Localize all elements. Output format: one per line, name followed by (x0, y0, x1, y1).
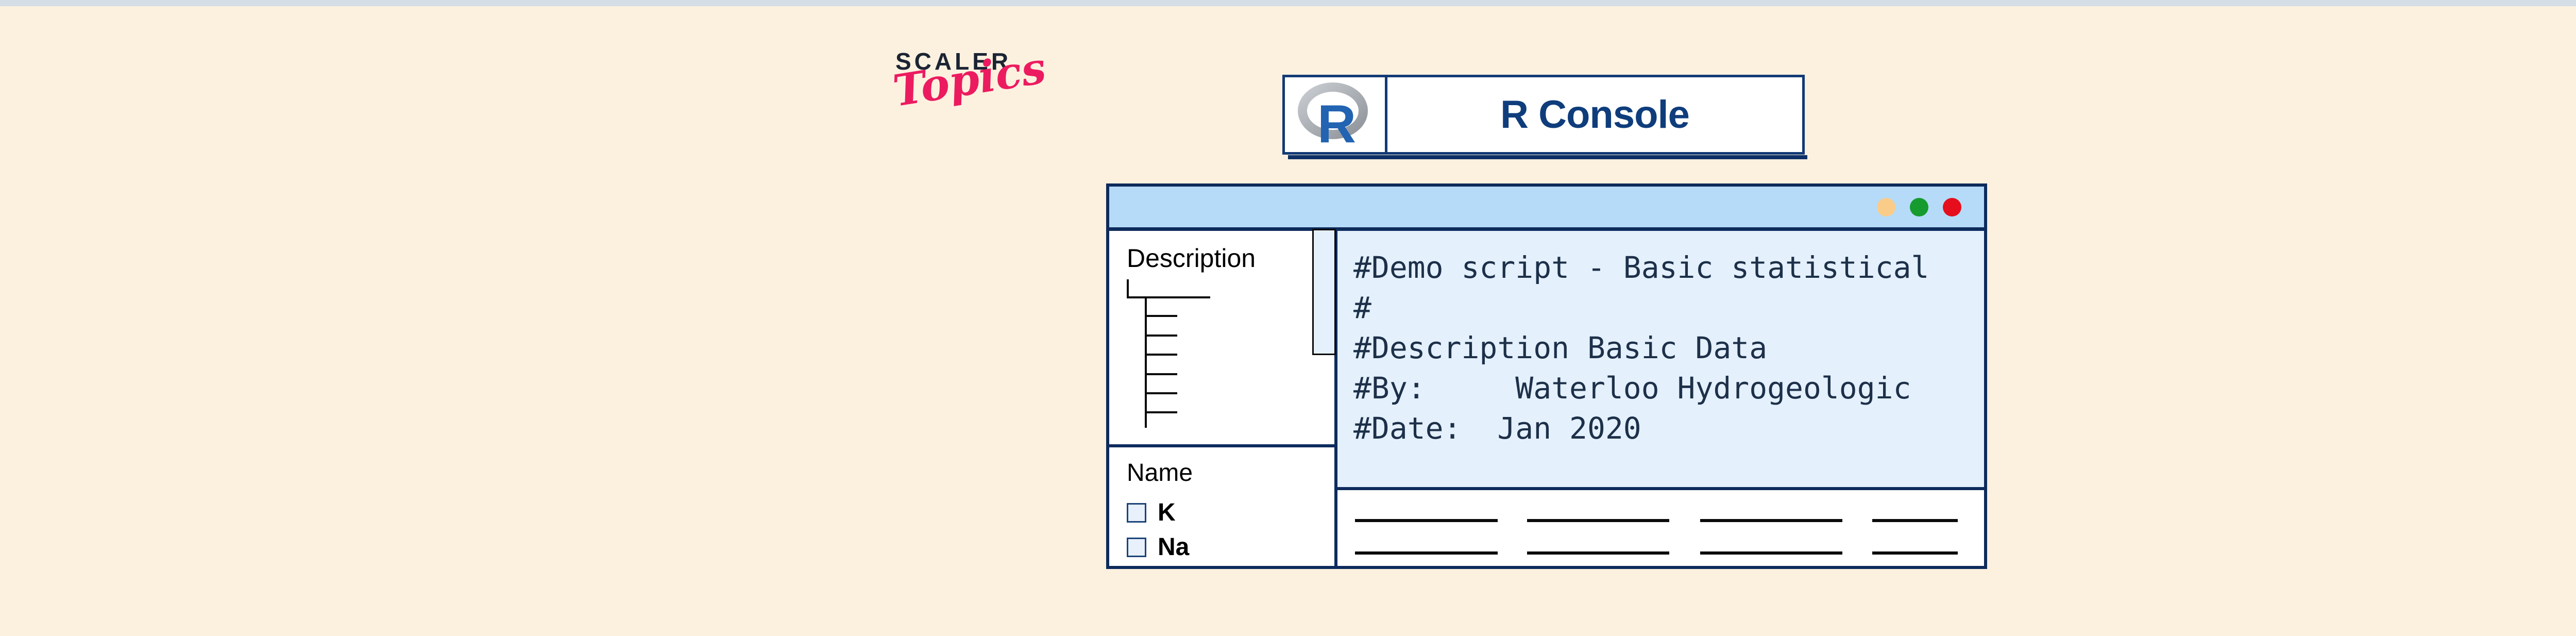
code-line: #Description Basic Data (1353, 330, 1768, 365)
checkbox-row-na: Na (1127, 535, 1189, 560)
checkbox-k-label[interactable]: K (1158, 499, 1176, 526)
code-line: #Demo script - Basic statistical (1353, 250, 1929, 285)
window-titlebar[interactable] (1109, 187, 1984, 231)
r-console-window: Description (1106, 183, 1987, 569)
top-strip (0, 0, 2576, 6)
brand-name-text: SCALER (895, 48, 1012, 75)
sidebar: Description (1109, 229, 1337, 566)
checkbox-na-label[interactable]: Na (1158, 533, 1190, 561)
blank-field-line (1700, 551, 1842, 555)
code-line: #Date: Jan 2020 (1353, 411, 1641, 446)
svg-text:R: R (1317, 94, 1356, 148)
window-body: Description (1109, 229, 1984, 566)
r-console-banner: R R Console (1282, 75, 1807, 159)
description-panel: Description (1109, 229, 1336, 447)
script-editor[interactable]: #Demo script - Basic statistical # #Desc… (1337, 231, 1984, 490)
name-label: Name (1127, 459, 1193, 487)
blank-field-line (1355, 519, 1498, 522)
close-button[interactable] (1943, 197, 1961, 216)
code-line: #By: Waterloo Hydrogeologic (1353, 371, 1911, 406)
checkbox-k[interactable] (1127, 503, 1146, 523)
blank-field-line (1872, 551, 1958, 555)
banner-title-cell: R Console (1387, 77, 1802, 152)
blank-field-line (1700, 519, 1842, 522)
zoom-button[interactable] (1910, 197, 1928, 216)
scaler-topics-logo: SCALER Topics (890, 42, 1049, 158)
blank-field-line (1527, 519, 1669, 522)
minimize-button[interactable] (1877, 197, 1895, 216)
name-panel: Name K Na (1109, 447, 1334, 566)
checkbox-na[interactable] (1127, 538, 1146, 557)
banner-title: R Console (1500, 93, 1690, 137)
description-label: Description (1127, 244, 1256, 273)
blank-field-line (1872, 519, 1958, 522)
checkbox-row-k: K (1127, 500, 1176, 525)
scrollbar[interactable] (1312, 229, 1336, 355)
r-language-icon: R (1298, 82, 1368, 148)
tree-diagram-icon (1127, 279, 1210, 428)
blank-field-line (1355, 551, 1498, 555)
code-line: # (1353, 290, 1371, 325)
output-panel (1337, 490, 1984, 566)
r-logo-cell: R (1285, 77, 1387, 152)
editor-column: #Demo script - Basic statistical # #Desc… (1337, 231, 1984, 566)
blank-field-line (1527, 551, 1669, 555)
